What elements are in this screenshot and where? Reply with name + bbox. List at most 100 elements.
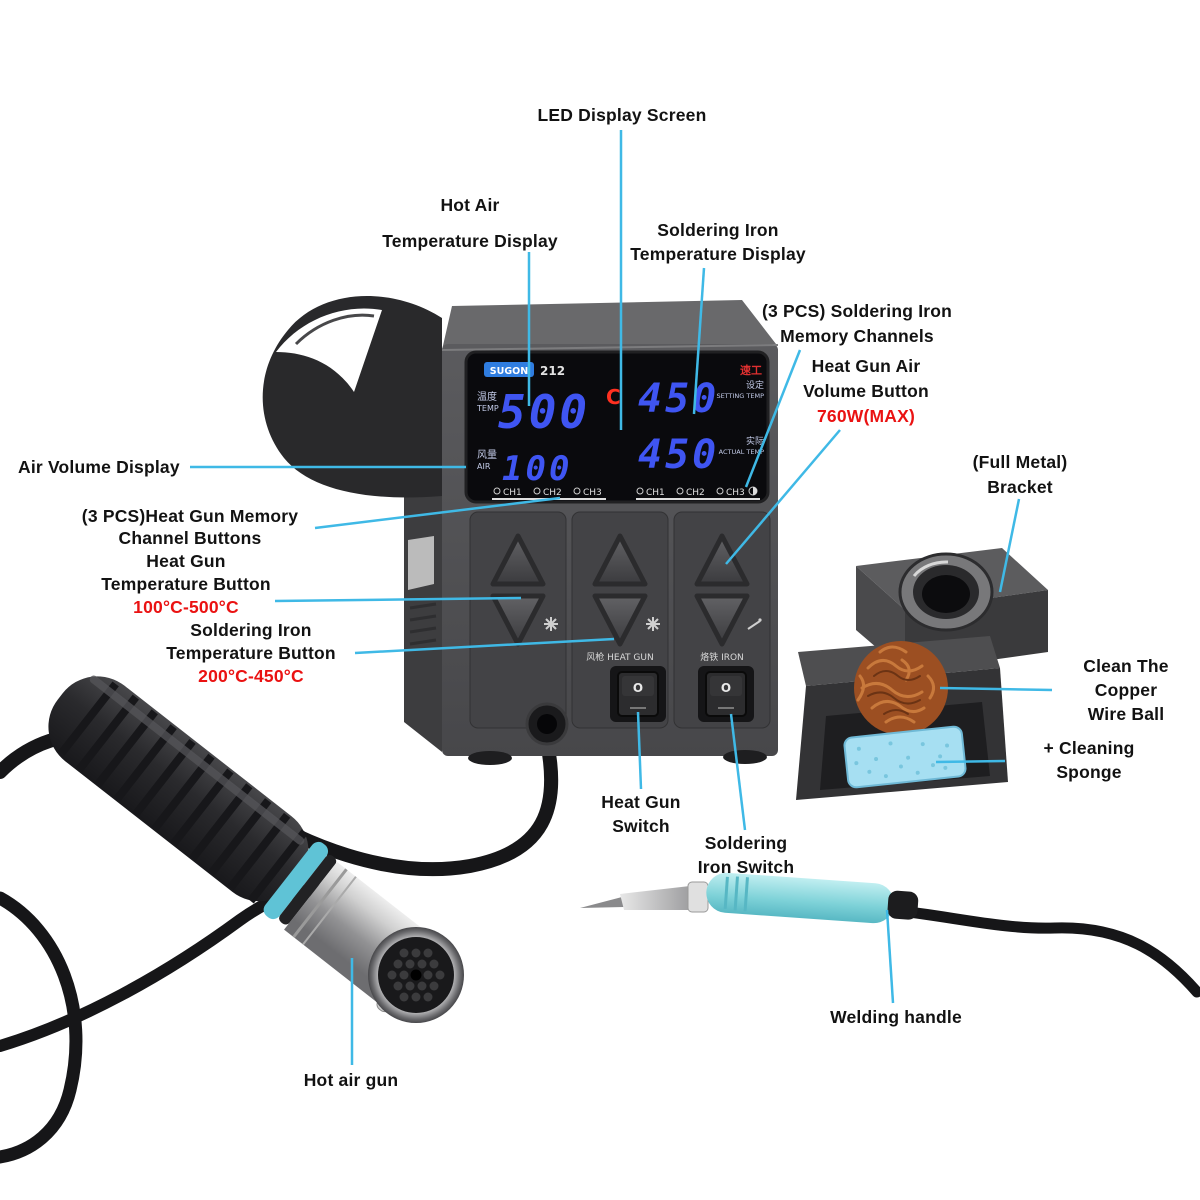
fan-icon xyxy=(646,617,660,631)
iron-actual-temp-value: 450 xyxy=(638,432,719,478)
annotation-iron-temp-button: Soldering Iron Temperature Button 200°C-… xyxy=(121,619,381,687)
iron-stand-bracket xyxy=(856,548,1048,672)
annotation-line: + Cleaning xyxy=(1043,738,1135,758)
annotation-line: Heat Gun xyxy=(146,551,226,571)
leader-iron-temp-button xyxy=(354,637,615,655)
brand-text: SUGON xyxy=(490,366,528,377)
annotation-led-display-screen: LED Display Screen xyxy=(500,104,744,128)
hot-air-temp-value: 500 xyxy=(498,385,590,439)
annotation-heat-gun-switch: Heat Gun Switch xyxy=(561,791,721,839)
air-volume-value: 100 xyxy=(502,449,572,489)
annotation-line: Soldering Iron xyxy=(657,220,779,240)
annotation-line: Channel Buttons xyxy=(118,528,262,549)
iron-tip xyxy=(580,897,624,908)
temp-label-en: TEMP xyxy=(476,404,499,413)
heat-gun-up-button xyxy=(592,533,648,587)
annotation-line: (3 PCS)Heat Gun Memory xyxy=(81,506,299,526)
heat-gun-ch2: CH2 xyxy=(543,488,562,498)
annotation-welding-handle: Welding handle xyxy=(796,1006,996,1030)
annotation-line: Memory Channels xyxy=(780,326,934,347)
logo-red-text: 速工 xyxy=(740,363,762,377)
air-label-cn: 风量 xyxy=(477,449,497,461)
heat-gun-channel-row: CH1 CH2 CH3 xyxy=(492,487,606,500)
iron-temp-down-button xyxy=(694,593,750,647)
annotation-hot-air-temp-display: Hot Air Temperature Display xyxy=(350,188,590,260)
annotation-line: Hot Air xyxy=(440,195,500,215)
heat-gun-panel-label: 风枪 HEAT GUN xyxy=(586,651,653,663)
switch-o-mark: O xyxy=(633,681,643,695)
annotation-line: Air Volume Display xyxy=(18,457,180,477)
annotation-line: Iron Switch xyxy=(697,856,795,877)
iron-ch2: CH2 xyxy=(686,488,705,498)
leader-heat-gun-temp-button xyxy=(274,596,522,603)
annotation-line: Clean The xyxy=(1083,656,1169,676)
annotation-line: LED Display Screen xyxy=(537,105,707,125)
leader-iron-memory-channels xyxy=(744,349,802,488)
annotation-heat-gun-temp-button: Heat Gun Temperature Button 100°C-500°C xyxy=(56,550,316,618)
snowflake-icon xyxy=(544,617,558,631)
annotation-line: Wire Ball xyxy=(1087,703,1165,724)
annotation-cleaning-sponge: + Cleaning Sponge xyxy=(1009,737,1169,785)
annotation-copper-wire-ball: Clean The Copper Wire Ball xyxy=(1056,655,1196,726)
annotation-line: Temperature Button xyxy=(101,573,271,594)
leader-copper-ball xyxy=(939,686,1053,692)
brand-logo xyxy=(484,362,534,377)
annotation-line-red: 200°C-450°C xyxy=(198,665,304,686)
annotation-line: Bracket xyxy=(987,476,1053,497)
leader-heat-gun-air-volume xyxy=(725,429,841,565)
iron-ch3: CH3 xyxy=(726,488,745,498)
annotation-iron-memory-channels: (3 PCS) Soldering Iron Memory Channels xyxy=(737,299,977,350)
hot-air-gun-nozzle xyxy=(368,927,464,1023)
annotation-line: Temperature Display xyxy=(630,243,806,264)
cleaning-tray xyxy=(796,636,1008,800)
annotation-line: Temperature Display xyxy=(382,230,558,251)
hot-air-temp-unit: C xyxy=(606,385,621,409)
iron-icon xyxy=(747,618,762,630)
station-foot xyxy=(468,751,512,765)
setting-label-en: SETTING TEMP xyxy=(716,392,764,400)
heat-gun-ch1: CH1 xyxy=(503,488,522,498)
annotation-line: Heat Gun Air xyxy=(811,356,921,376)
actual-label-cn: 实际 xyxy=(746,435,764,447)
annotation-line: Volume Button xyxy=(803,380,929,401)
setting-label-cn: 设定 xyxy=(746,379,764,391)
iron-temp-up-button xyxy=(694,533,750,587)
annotation-line-red: 760W(MAX) xyxy=(816,405,916,426)
hot-air-gun xyxy=(48,675,464,1023)
gun-holder-bracket xyxy=(262,296,442,498)
side-label-sticker xyxy=(408,536,434,590)
annotation-line: (3 PCS) Soldering Iron xyxy=(761,301,953,321)
leader-heat-gun-switch xyxy=(636,711,643,790)
air-label-en: AIR xyxy=(477,462,491,471)
leader-iron-temp-display xyxy=(692,267,706,415)
iron-channel-row: CH1 CH2 CH3 xyxy=(636,486,760,500)
annotation-line: Hot air gun xyxy=(303,1070,399,1090)
model-text: 212 xyxy=(540,364,565,378)
iron-panel-label: 烙铁 IRON xyxy=(700,651,744,663)
iron-power-switch: O xyxy=(698,666,754,722)
led-display-screen: SUGON 212 速工 温度 TEMP 风量 AIR 500 C 100 45… xyxy=(464,350,770,504)
soldering-iron xyxy=(580,872,919,924)
temp-label-cn: 温度 xyxy=(477,390,497,403)
annotation-iron-switch: Soldering Iron Switch xyxy=(666,832,826,880)
annotation-line-red: 100°C-500°C xyxy=(133,596,239,617)
station-foot xyxy=(723,750,767,764)
rework-station: SUGON 212 速工 温度 TEMP 风量 AIR 500 C 100 45… xyxy=(262,296,779,765)
heat-gun-down-button xyxy=(592,593,648,647)
annotation-air-volume-display: Air Volume Display xyxy=(18,456,238,480)
annotation-line: Temperature Button xyxy=(166,642,336,663)
iron-handle xyxy=(706,872,919,924)
leader-heat-gun-memory xyxy=(314,496,561,530)
annotation-line: Heat Gun xyxy=(601,792,681,812)
leader-bracket xyxy=(998,498,1021,593)
leader-sponge xyxy=(935,759,1006,764)
leader-welding-handle xyxy=(885,909,895,1004)
copper-wire-ball xyxy=(854,641,948,735)
iron-setting-temp-value: 450 xyxy=(638,376,719,422)
heat-gun-temp-up-button xyxy=(490,533,546,587)
annotation-full-metal-bracket: (Full Metal) Bracket xyxy=(920,450,1120,500)
control-panel: 风枪 HEAT GUN 烙铁 IRON O O xyxy=(469,511,771,729)
annotation-line: Switch xyxy=(612,815,670,836)
